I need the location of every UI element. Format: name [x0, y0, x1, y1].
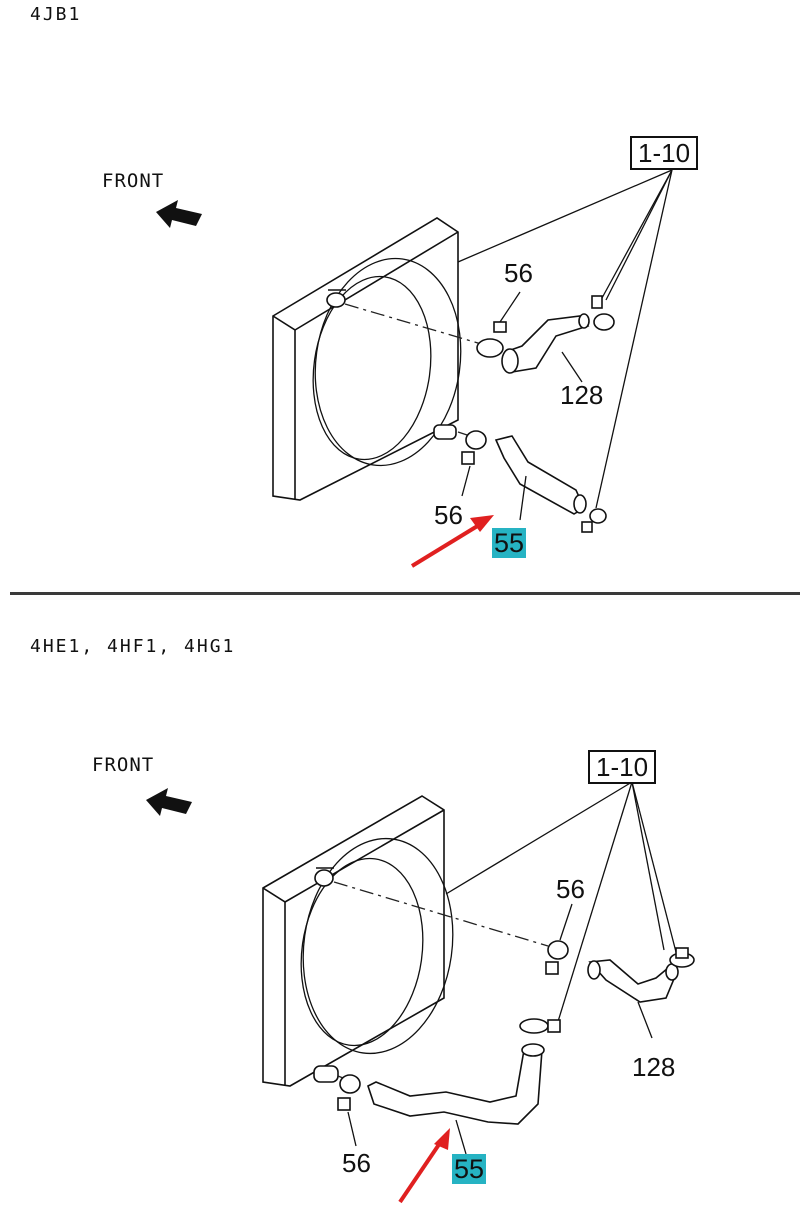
red-arrow-icon [410, 515, 494, 568]
red-arrow-icon [398, 1128, 450, 1204]
arrow-left-icon [156, 200, 202, 228]
front-label: FRONT [92, 754, 155, 776]
radiator-shroud [272, 217, 462, 501]
ref-leaders [445, 781, 677, 1029]
section-divider [10, 592, 800, 595]
clamp-middle [519, 1018, 561, 1034]
callout-56-upper: 56 [556, 874, 585, 904]
callout-55-highlight: 55 [452, 1154, 487, 1184]
radiator-shroud [262, 795, 454, 1087]
callout-128: 128 [632, 1052, 676, 1082]
clamp-lower [337, 1074, 361, 1147]
clamp-lower [461, 430, 487, 497]
engine-label: 4HE1, 4HF1, 4HG1 [30, 636, 236, 657]
diagram-panel-4jb1: 4JB1 FRONT [0, 0, 800, 592]
diagram-panel-4he1: 4HE1, 4HF1, 4HG1 FRONT [0, 598, 800, 1205]
callout-56-lower: 56 [434, 500, 463, 530]
callout-56-lower: 56 [342, 1148, 371, 1178]
arrow-left-icon [146, 788, 192, 816]
ref-leaders [457, 169, 673, 509]
clamp-right-lower [581, 508, 607, 533]
lower-hose [494, 435, 587, 521]
clamp-upper [545, 903, 573, 975]
radiator-diagram [146, 781, 695, 1204]
upper-hose [501, 313, 590, 383]
callout-55-highlight: 55 [492, 528, 527, 558]
callout-56-upper: 56 [504, 258, 533, 288]
front-label: FRONT [102, 170, 165, 192]
ref-box: 1-10 [630, 136, 699, 170]
radiator-diagram [156, 169, 673, 568]
clamp-right [669, 947, 695, 968]
upper-hose [587, 959, 679, 1039]
ref-box: 1-10 [588, 750, 657, 784]
lower-hose [367, 1043, 545, 1155]
clamp-upper [476, 291, 521, 358]
clamp-right-upper [591, 295, 615, 331]
engine-label: 4JB1 [30, 4, 82, 25]
callout-128: 128 [560, 380, 604, 410]
